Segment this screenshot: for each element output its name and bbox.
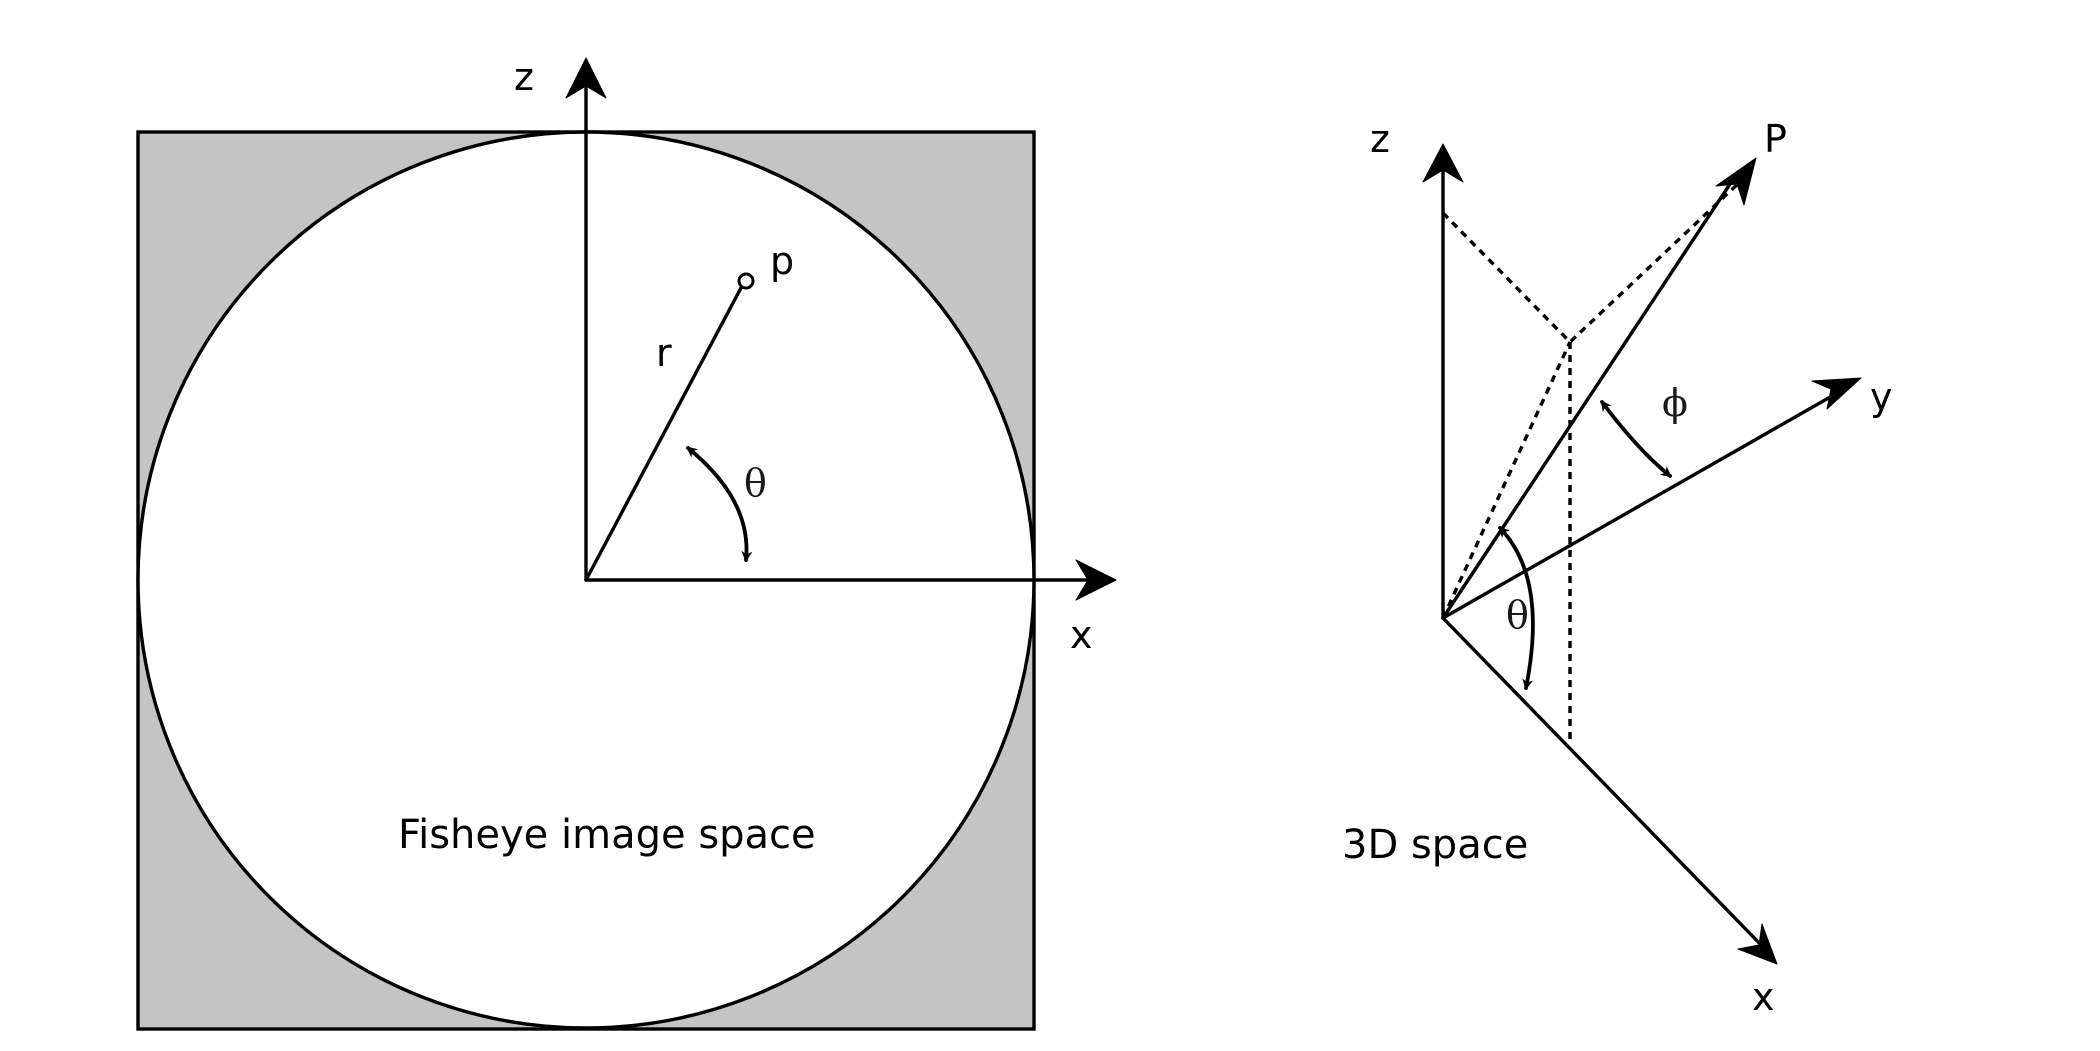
fisheye-p-label: p xyxy=(770,239,794,283)
space3d-theta-label: θ xyxy=(1506,593,1529,637)
space3d-phi-label: ϕ xyxy=(1662,381,1688,425)
space3d-dashed-projection xyxy=(1441,178,1744,345)
space3d-panel: z y x P θ ϕ 3D space xyxy=(1342,117,1893,1019)
fisheye-r-label: r xyxy=(656,331,672,375)
fisheye-panel: z x p r θ Fisheye image space xyxy=(136,55,1117,1031)
fisheye-z-axis-arrowhead xyxy=(565,57,607,99)
fisheye-theta-label: θ xyxy=(744,461,767,505)
space3d-caption: 3D space xyxy=(1342,822,1528,868)
space3d-x-axis xyxy=(1441,616,1768,952)
fisheye-x-label: x xyxy=(1070,613,1093,657)
fisheye-z-label: z xyxy=(514,55,534,99)
space3d-phi-arc xyxy=(1600,400,1672,478)
space3d-theta-arc xyxy=(1498,526,1535,691)
space3d-vector-arrowhead xyxy=(1715,157,1757,206)
fisheye-point-p xyxy=(737,272,755,290)
fisheye-radius-line xyxy=(584,284,744,582)
space3d-z-label: z xyxy=(1370,117,1390,161)
space3d-x-label: x xyxy=(1752,975,1775,1019)
fisheye-theta-arc xyxy=(686,446,753,563)
space3d-dashed-to-origin xyxy=(1441,341,1572,619)
space3d-vector-op xyxy=(1441,170,1740,620)
space3d-y-axis xyxy=(1441,386,1848,620)
fisheye-caption: Fisheye image space xyxy=(398,812,816,858)
space3d-y-label: y xyxy=(1870,375,1893,419)
space3d-point-label: P xyxy=(1764,117,1787,161)
space3d-z-axis-arrowhead xyxy=(1422,143,1464,183)
space3d-y-axis-arrowhead xyxy=(1811,377,1862,410)
space3d-x-axis-arrowhead xyxy=(1737,923,1778,965)
fisheye-x-axis-arrowhead xyxy=(1075,559,1117,601)
